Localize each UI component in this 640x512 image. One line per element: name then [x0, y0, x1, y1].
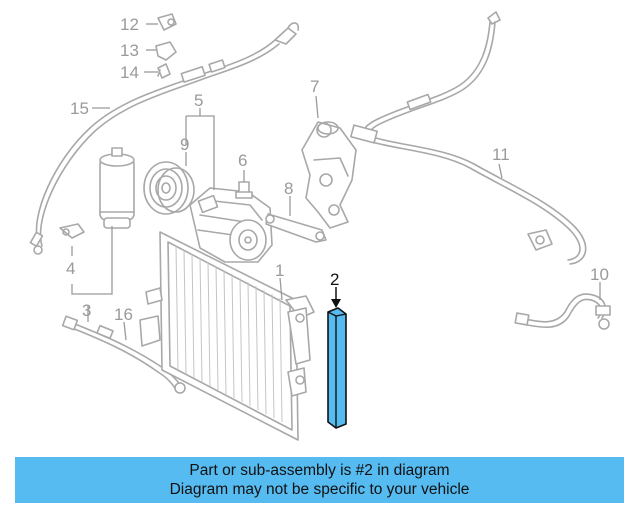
switch-part-4[interactable] [59, 223, 85, 239]
callout-6: 6 [238, 151, 247, 170]
compressor-assembly-5[interactable] [189, 187, 273, 263]
callout-8: 8 [284, 179, 293, 198]
callout-3: 3 [82, 301, 91, 320]
parts-diagram: 12 13 14 15 5 9 6 7 8 11 10 1 4 3 16 2 [29, 11, 611, 441]
callout-14: 14 [120, 63, 139, 82]
hose-line-16[interactable] [61, 315, 186, 394]
leader-lines [71, 23, 601, 341]
fitting-part-6[interactable] [235, 181, 253, 199]
banner-line-part: Part or sub-assembly is #2 in diagram [189, 462, 450, 479]
callout-2: 2 [330, 270, 339, 289]
hose-line-11[interactable] [350, 11, 587, 265]
banner-line-disclaimer: Diagram may not be specific to your vehi… [169, 481, 470, 498]
bracket-part-13[interactable] [155, 41, 177, 61]
callout-12: 12 [120, 15, 139, 34]
callout-1: 1 [275, 261, 284, 280]
hose-line-15[interactable] [29, 22, 300, 255]
callout-11: 11 [492, 145, 510, 164]
callout-4: 4 [66, 259, 75, 278]
info-banner: Part or sub-assembly is #2 in diagram Di… [15, 457, 624, 503]
callout-5: 5 [194, 91, 203, 110]
callout-15: 15 [70, 99, 89, 118]
callout-13: 13 [120, 41, 139, 60]
callout-16: 16 [114, 305, 133, 324]
clip-part-14[interactable] [157, 63, 171, 79]
receiver-drier-part-2[interactable] [327, 307, 347, 429]
callout-10: 10 [590, 265, 609, 284]
condenser-part-1[interactable] [139, 231, 315, 441]
callout-9: 9 [180, 135, 189, 154]
callout-7: 7 [310, 77, 319, 96]
clip-part-12[interactable] [157, 13, 177, 31]
clutch-part-9[interactable] [143, 161, 195, 215]
brace-part-8[interactable] [265, 213, 327, 243]
accumulator-part-3[interactable] [99, 147, 135, 229]
mounting-bracket-7[interactable] [301, 121, 357, 229]
hose-line-10[interactable] [514, 293, 611, 330]
